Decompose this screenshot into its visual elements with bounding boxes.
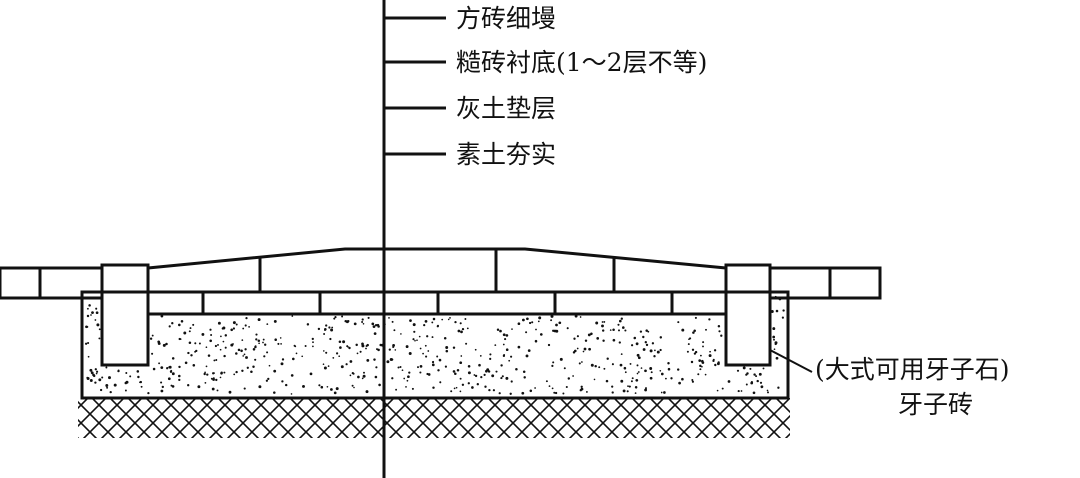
label-fine-square-brick: 方砖细墁: [456, 4, 556, 33]
rough-brick-backing-layer: [146, 290, 728, 316]
label-curb-note: (大式可用牙子石): [815, 355, 1010, 384]
left-curb-brick: [100, 263, 150, 367]
lime-soil-base: [80, 290, 790, 400]
right-curb-brick: [724, 263, 772, 367]
label-lime-soil-base: 灰土垫层: [456, 94, 556, 123]
lime-soil-stipple: [84, 295, 785, 395]
fine-square-brick-layer: [146, 247, 728, 294]
compacted-soil-hatch: [78, 398, 790, 438]
curb-leader-line: [769, 349, 813, 373]
label-rough-brick-backing: 糙砖衬底(1～2层不等): [456, 48, 707, 77]
label-curb-brick: 牙子砖: [898, 390, 973, 419]
label-compacted-soil: 素土夯实: [456, 140, 556, 169]
